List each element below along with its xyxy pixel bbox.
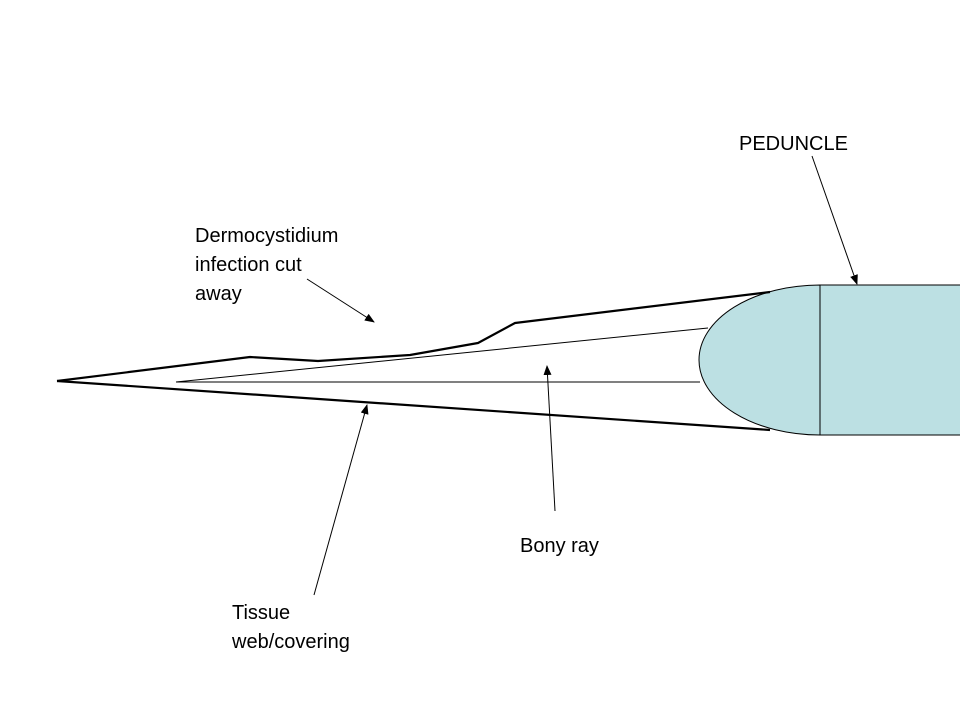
tissue-label-line-2: web/covering — [232, 631, 350, 653]
fin-lower-edge — [56, 379, 771, 432]
peduncle-shape — [698, 284, 960, 436]
peduncle-ellipse — [698, 284, 821, 436]
pointer-arrows — [306, 155, 858, 596]
dermocystidium-arrow — [306, 278, 375, 323]
tissue-label-line-1: Tissue — [232, 602, 291, 624]
peduncle-label: PEDUNCLE — [739, 133, 848, 155]
bony-ray-upper — [175, 327, 709, 383]
bony-ray-arrow — [543, 365, 556, 512]
dermocystidium-label-line-2: infection cut — [195, 254, 302, 276]
dermocystidium-label: Dermocystidium infection cut away — [195, 222, 338, 309]
dermocystidium-label-line-1: Dermocystidium — [195, 225, 339, 247]
dermocystidium-label-line-3: away — [195, 283, 242, 305]
peduncle-rect — [820, 285, 960, 435]
fin-outline — [56, 290, 771, 432]
peduncle-arrow — [811, 155, 858, 285]
bony-ray-label: Bony ray — [520, 535, 599, 557]
fin-upper-edge — [56, 290, 771, 383]
tissue-arrow — [313, 404, 369, 596]
tissue-label: Tissue web/covering — [232, 599, 350, 657]
bony-rays — [175, 327, 709, 383]
